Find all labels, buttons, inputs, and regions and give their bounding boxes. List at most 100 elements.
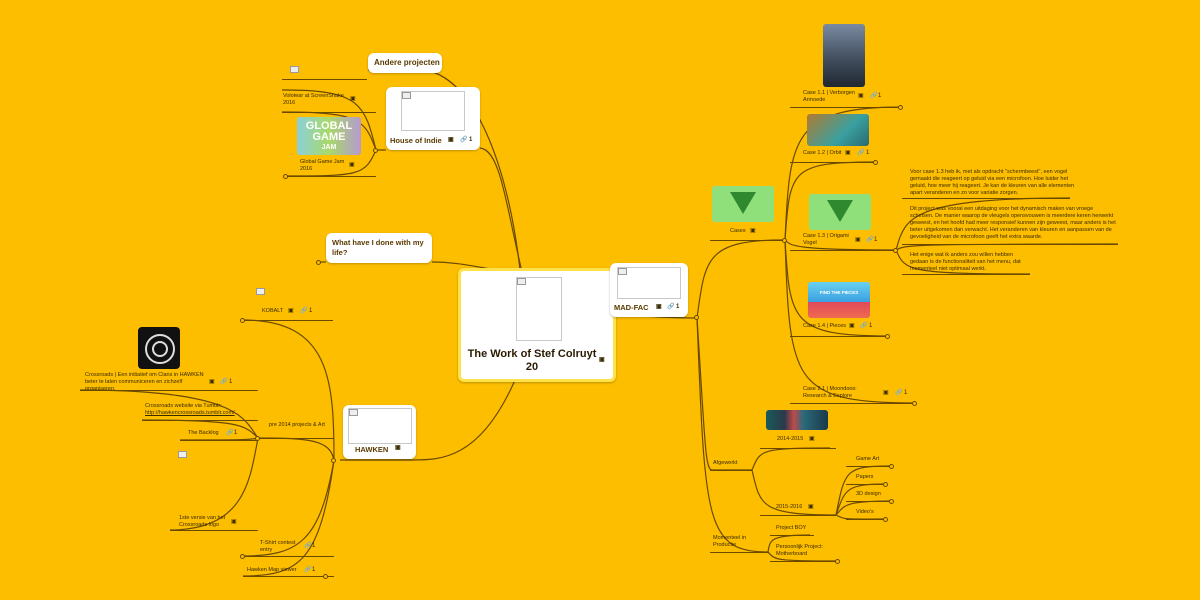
underline bbox=[790, 162, 876, 163]
year-2014-label: 2014-2015 bbox=[777, 436, 804, 442]
collapse-dot[interactable] bbox=[694, 315, 699, 320]
broken-image-icon bbox=[402, 92, 411, 99]
image-icon: ▣ bbox=[849, 323, 855, 329]
link-icon[interactable]: 🔗 bbox=[870, 93, 878, 99]
crossroads-logo-mark bbox=[152, 341, 168, 357]
underline bbox=[710, 552, 768, 553]
broken-image-icon bbox=[256, 288, 265, 295]
case-1-1-label: Case 1.1 | Verborgen Armoede bbox=[803, 90, 855, 103]
underline bbox=[243, 320, 333, 321]
node-andere-projecten[interactable]: Andere projecten bbox=[368, 53, 442, 73]
case-1-3-note-1: Voor case 1.3 heb ik, met als opdracht "… bbox=[910, 169, 1075, 196]
collapse-dot[interactable] bbox=[883, 517, 888, 522]
underline bbox=[790, 336, 888, 337]
case-1-3-note-2: Dit project was vooral een uitdaging voo… bbox=[910, 206, 1116, 240]
crossroads-count: 1 bbox=[229, 379, 233, 385]
node-hawken[interactable]: HAWKEN ▣ bbox=[343, 405, 416, 459]
collapse-dot[interactable] bbox=[240, 554, 245, 559]
collapse-dot[interactable] bbox=[240, 318, 245, 323]
image-icon: ▣ bbox=[599, 357, 605, 363]
link-icon[interactable]: 🔗 bbox=[895, 390, 903, 396]
image-icon: ▣ bbox=[809, 436, 815, 442]
broken-image-icon bbox=[517, 278, 526, 285]
volunteer-label: Volotear at ScreenShake 2016 bbox=[283, 93, 344, 106]
tshirt-label: T-Shirt contest entry bbox=[260, 540, 296, 553]
image-icon: ▣ bbox=[288, 308, 294, 314]
link-icon[interactable]: 🔗 bbox=[860, 323, 868, 329]
tshirt-count: 1 bbox=[312, 543, 316, 549]
cases-label: Cases bbox=[730, 228, 746, 234]
underline bbox=[790, 107, 902, 108]
image-icon: ▣ bbox=[349, 162, 355, 168]
central-node[interactable]: The Work of Stef Colruyt 20 ▣ bbox=[458, 268, 616, 382]
underline bbox=[902, 244, 1118, 245]
central-title: The Work of Stef Colruyt 20 bbox=[467, 348, 597, 373]
broken-image-icon bbox=[178, 451, 187, 458]
underline bbox=[846, 484, 886, 485]
collapse-dot[interactable] bbox=[898, 105, 903, 110]
game-art-label: Game Art bbox=[856, 456, 880, 462]
kobalt-count: 1 bbox=[309, 308, 313, 314]
image-icon: ▣ bbox=[855, 237, 861, 243]
cases-image bbox=[712, 186, 774, 222]
image-icon: ▣ bbox=[858, 93, 864, 99]
case-1-3-count: 1 bbox=[874, 237, 878, 243]
project-boy-label: Project BOY bbox=[776, 525, 807, 531]
ggj-logo-line3: JAM bbox=[321, 144, 337, 151]
node-what-have-i-done[interactable]: What have I done with my life? bbox=[326, 233, 432, 263]
collapse-dot[interactable] bbox=[885, 334, 890, 339]
underline bbox=[760, 448, 836, 449]
case-2-1-label: Case 2.1 | Moondoos: Research & Explore bbox=[803, 386, 857, 399]
collapse-dot[interactable] bbox=[782, 238, 787, 243]
link-icon[interactable]: 🔗 bbox=[866, 237, 874, 243]
case-1-4-label: Case 1.4 | Pieces bbox=[803, 323, 847, 329]
collapse-dot[interactable] bbox=[373, 148, 378, 153]
crossroads-url-link[interactable]: http://hawkencrossroads.tumblr.com/ bbox=[145, 410, 235, 416]
collapse-dot[interactable] bbox=[883, 482, 888, 487]
collapse-dot[interactable] bbox=[912, 401, 917, 406]
image-icon: ▣ bbox=[750, 228, 756, 234]
node-mad-fac[interactable]: MAD-FAC ▣ 🔗 1 bbox=[610, 263, 688, 317]
link-icon[interactable]: 🔗 bbox=[220, 379, 228, 385]
ggj-label: Global Game Jam 2016 bbox=[300, 159, 345, 172]
underline bbox=[180, 440, 258, 441]
underline bbox=[770, 535, 814, 536]
node-house-of-indie[interactable]: House of Indie ▣ 🔗 1 bbox=[386, 87, 480, 150]
case-1-2-image bbox=[807, 114, 869, 146]
image-icon: ▣ bbox=[395, 445, 401, 451]
link-icon[interactable]: 🔗 bbox=[460, 137, 468, 143]
pieces-title: FIND THE PIECES bbox=[819, 290, 859, 295]
house-of-indie-label: House of Indie bbox=[390, 136, 442, 145]
what-have-i-done-label: What have I done with my life? bbox=[332, 238, 424, 257]
momenteel-label: Momenteel in Productie bbox=[713, 535, 747, 548]
crossroads-url-wrap: http://hawkencrossroads.tumblr.com/ bbox=[145, 410, 235, 417]
case-1-2-count: 1 bbox=[866, 150, 870, 156]
link-icon[interactable]: 🔗 bbox=[226, 430, 234, 436]
collapse-dot[interactable] bbox=[323, 574, 328, 579]
3d-design-label: 3D design bbox=[856, 491, 881, 497]
link-icon[interactable]: 🔗 bbox=[304, 543, 312, 549]
collapse-dot[interactable] bbox=[835, 559, 840, 564]
collapse-dot[interactable] bbox=[873, 160, 878, 165]
image-icon: ▣ bbox=[808, 504, 814, 510]
collapse-dot[interactable] bbox=[889, 464, 894, 469]
case-1-1-count: 1 bbox=[878, 93, 882, 99]
underline bbox=[790, 250, 896, 251]
image-icon: ▣ bbox=[448, 137, 454, 143]
house-of-indie-image bbox=[401, 91, 465, 131]
map-count: 1 bbox=[312, 567, 316, 573]
collapse-dot[interactable] bbox=[283, 174, 288, 179]
collapse-dot[interactable] bbox=[889, 499, 894, 504]
collapse-dot[interactable] bbox=[893, 248, 898, 253]
image-icon: ▣ bbox=[845, 150, 851, 156]
backlog-count: 1 bbox=[234, 430, 238, 436]
bird-shape bbox=[827, 200, 853, 222]
mad-fac-image bbox=[617, 267, 681, 299]
year-2015-label: 2015-2016 bbox=[776, 504, 803, 510]
link-icon[interactable]: 🔗 bbox=[304, 567, 312, 573]
collapse-dot[interactable] bbox=[316, 260, 321, 265]
link-icon[interactable]: 🔗 bbox=[300, 308, 308, 314]
collapse-dot[interactable] bbox=[331, 458, 336, 463]
link-icon[interactable]: 🔗 bbox=[857, 150, 865, 156]
link-icon[interactable]: 🔗 bbox=[667, 304, 675, 310]
